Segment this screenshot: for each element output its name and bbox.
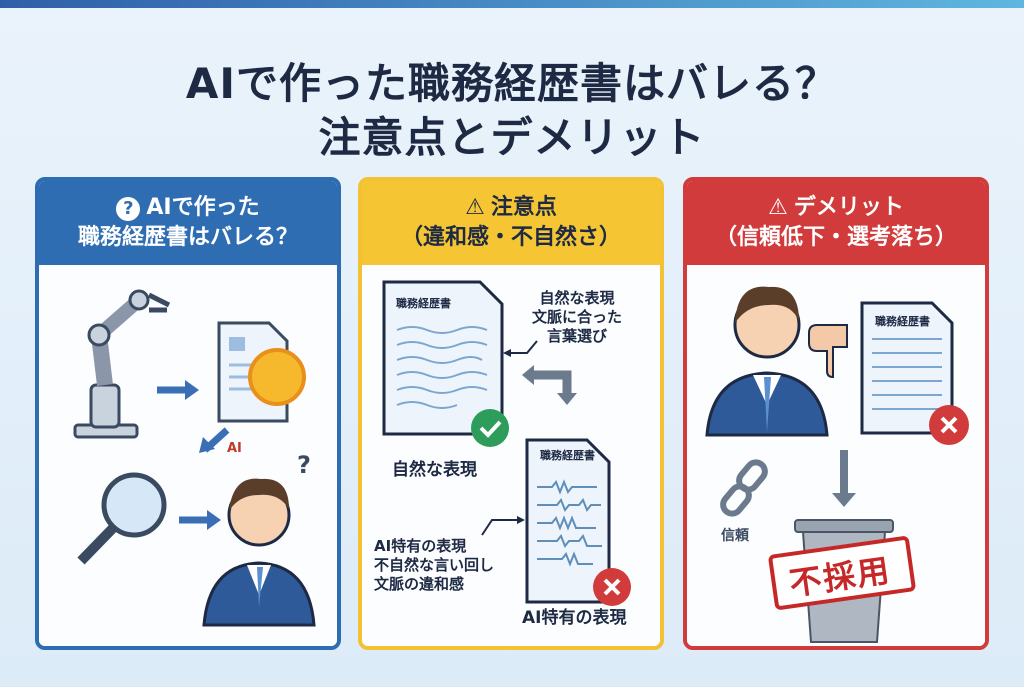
note-line: AI特有の表現 [374, 537, 467, 555]
demerit-illustration [705, 286, 969, 643]
panel-heading: AIで作った [146, 195, 260, 220]
page-title-line1: AIで作った職務経歴書はバレる？ [185, 59, 839, 108]
bad-label: AI特有の表現 [522, 608, 627, 628]
warning-icon: ⚠ [768, 195, 788, 220]
good-note: 自然な表現文脈に合った言葉選び [532, 289, 622, 346]
check-icon [471, 409, 509, 447]
page-title-line2: 注意点とデメリット [318, 113, 706, 162]
note-line: 言葉選び [547, 327, 608, 345]
caution-illustration [382, 280, 631, 606]
panel-heading: デメリット [793, 195, 904, 220]
bad-document-icon [525, 438, 611, 604]
arrow-right-icon [207, 510, 221, 530]
worried-person-icon [705, 286, 829, 437]
bad-note: AI特有の表現不自然な言い回し文脈の違和感 [374, 537, 494, 594]
panel-demerit: ⚠デメリット （信頼低下・選考落ち） 職務経歴書 信頼 不採用 [683, 177, 989, 650]
ai-badge-label: AI [227, 441, 242, 456]
panel-subheading: （信頼低下・選考落ち） [714, 225, 957, 250]
question-icon: ? [116, 197, 141, 221]
doc-title: 職務経歴書 [875, 315, 930, 328]
swap-arrow-icon [527, 370, 572, 395]
trust-label: 信頼 [721, 528, 749, 544]
panel-caution: ⚠注意点 （違和感・不自然さ） 職務経歴書 自然な表現文脈に合った言葉選び 自然… [358, 177, 664, 650]
panel-header: ⚠注意点 （違和感・不自然さ） [362, 181, 660, 265]
doc-title: 職務経歴書 [396, 297, 451, 310]
arrow-down-left-icon [199, 437, 215, 453]
robot-arm-icon [73, 289, 171, 439]
good-label: 自然な表現 [392, 460, 477, 480]
panel-detection: ?AIで作った 職務経歴書はバレる？ AI ? [35, 177, 341, 650]
question-mark: ? [297, 451, 311, 479]
ai-badge-icon [248, 348, 306, 406]
doc-title: 職務経歴書 [540, 449, 595, 462]
rejection-stamp [768, 536, 916, 610]
thinking-person-icon [202, 478, 316, 627]
note-line: 文脈に合った [532, 308, 623, 326]
panel-header: ⚠デメリット （信頼低下・選考落ち） [687, 181, 985, 265]
warning-icon: ⚠ [465, 195, 485, 220]
panel-subheading: 職務経歴書はバレる？ [77, 225, 298, 250]
note-line: 文脈の違和感 [374, 575, 465, 593]
note-line: 自然な表現 [539, 289, 615, 307]
arrow-down-icon [832, 493, 856, 507]
panel-subheading: （違和感・不自然さ） [400, 225, 621, 250]
detection-illustration [73, 289, 316, 627]
broken-chain-icon [720, 459, 768, 517]
note-line: 不自然な言い回し [374, 556, 495, 574]
panel-header: ?AIで作った 職務経歴書はバレる？ [39, 181, 337, 265]
good-document-icon [382, 280, 504, 436]
thumbs-down-icon [808, 324, 848, 379]
magnifier-icon [77, 472, 167, 565]
panel-heading: 注意点 [490, 195, 557, 220]
top-accent-bar [0, 0, 1024, 8]
